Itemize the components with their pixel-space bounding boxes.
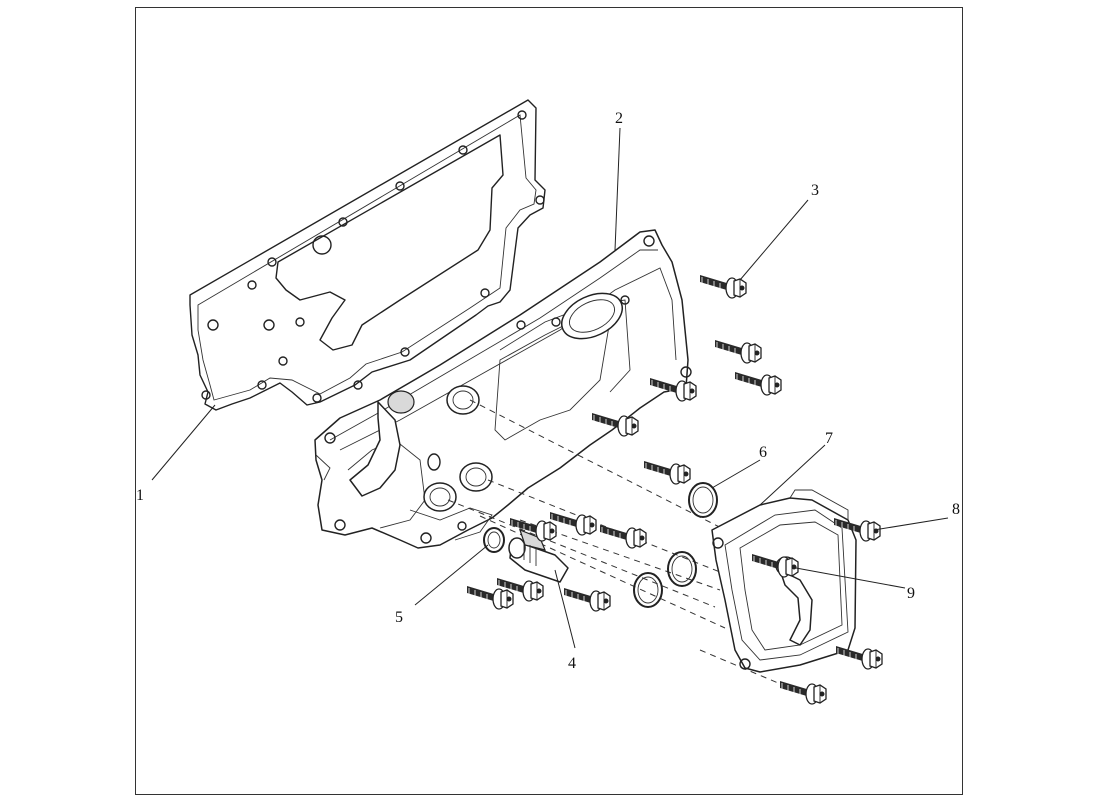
callout-5: 5 [395, 609, 403, 626]
callout-2: 2 [615, 110, 623, 127]
callout-9: 9 [907, 585, 915, 602]
gasket-part [189, 99, 546, 411]
callout-6: 6 [759, 444, 767, 461]
callout-8: 8 [952, 501, 960, 518]
callout-1: 1 [136, 487, 144, 504]
diagram-frame [135, 7, 963, 795]
callout-3: 3 [811, 182, 819, 199]
callouts: 1 2 3 4 5 6 7 8 9 [136, 110, 960, 672]
callout-7: 7 [825, 430, 833, 447]
o-ring-parts [483, 482, 718, 608]
callout-4: 4 [568, 655, 576, 672]
cooler-module-part [711, 489, 857, 673]
leader-lines [151, 127, 949, 649]
cover-housing-part [314, 229, 692, 549]
fitting-part [508, 528, 569, 583]
